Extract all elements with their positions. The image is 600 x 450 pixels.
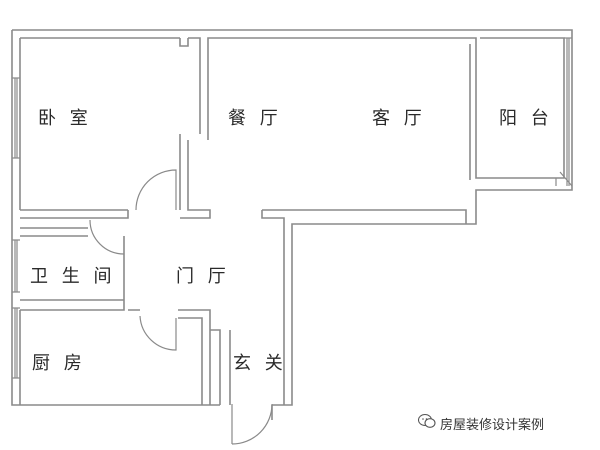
outer-wall-inner xyxy=(20,37,565,179)
window-kitchen xyxy=(12,307,20,379)
window-bathroom xyxy=(12,239,20,293)
window-balcony xyxy=(555,37,573,187)
room-label-dining: 餐 厅 xyxy=(228,108,282,129)
living-bottom-wall xyxy=(261,209,467,405)
wall-right-balcony xyxy=(469,44,477,180)
bedroom-dining-wall xyxy=(179,38,211,219)
outer-wall-left xyxy=(11,30,220,406)
windows xyxy=(12,37,573,379)
entrance-walls xyxy=(210,329,273,420)
room-label-foyer: 门 厅 xyxy=(176,266,230,287)
room-label-living: 客 厅 xyxy=(372,108,426,129)
watermark-text: 房屋装修设计案例 xyxy=(440,418,545,433)
bathroom-walls xyxy=(20,227,125,311)
outer-wall xyxy=(12,29,573,406)
kitchen-walls xyxy=(19,309,211,405)
door-kitchen xyxy=(139,315,177,351)
door-bathroom xyxy=(89,219,125,255)
doors xyxy=(89,169,273,445)
room-label-kitchen: 厨 房 xyxy=(32,353,86,374)
chat-bubble-icon xyxy=(418,413,436,428)
door-entrance xyxy=(231,403,273,445)
room-label-bathroom: 卫 生 间 xyxy=(30,266,116,287)
room-label-balcony: 阳 台 xyxy=(499,108,553,129)
window-bedroom xyxy=(12,77,20,159)
bedroom-bottom-wall xyxy=(20,209,129,219)
door-bedroom xyxy=(135,169,177,211)
room-label-entrance: 玄 关 xyxy=(233,353,287,374)
room-label-bedroom: 卧 室 xyxy=(38,108,92,129)
